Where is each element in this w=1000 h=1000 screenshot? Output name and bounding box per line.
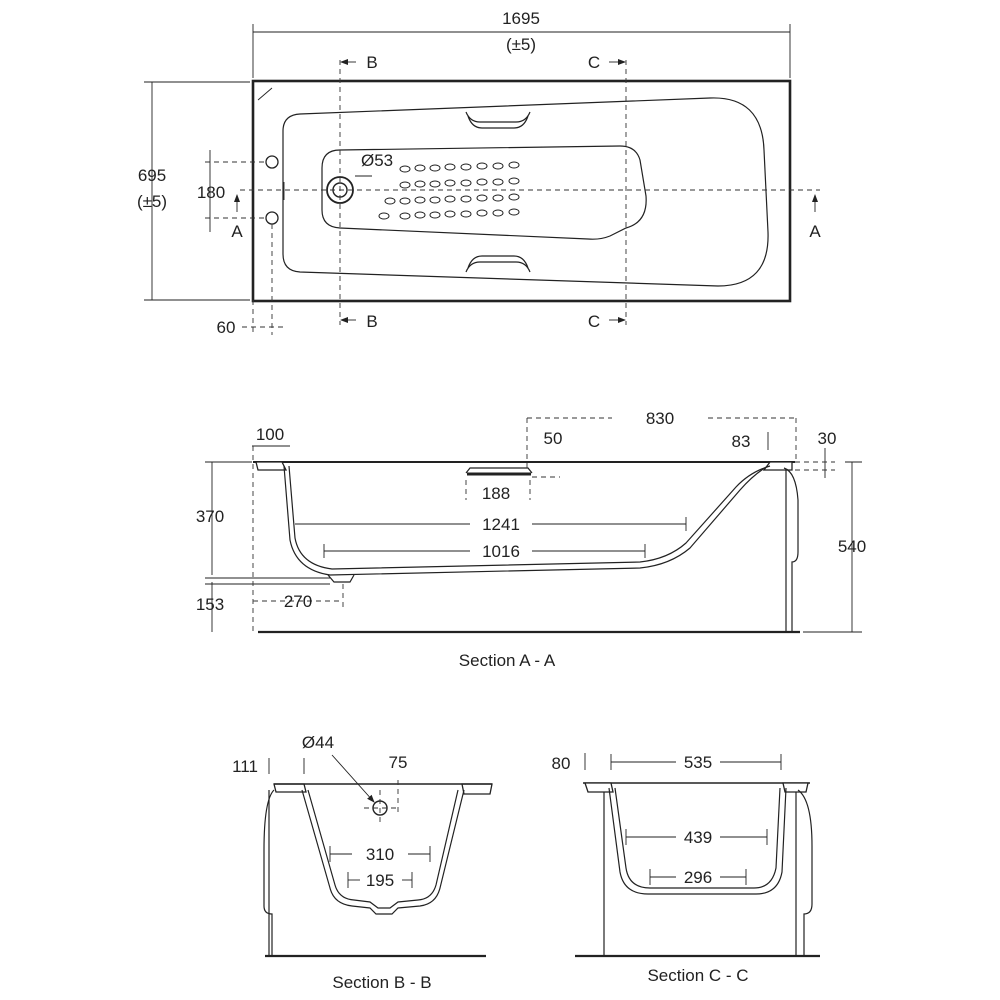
section-c-right-lip bbox=[782, 782, 809, 793]
section-a-marker-left: A bbox=[231, 222, 243, 241]
section-c-marker-bottom: C bbox=[588, 312, 600, 331]
dim-dia44-label: Ø44 bbox=[302, 733, 334, 752]
handle-bottom-inner-icon bbox=[467, 255, 529, 269]
tap-spacing-label: 180 bbox=[197, 183, 225, 202]
section-c-bowl-outer bbox=[608, 787, 787, 895]
anti-slip-dots bbox=[378, 161, 520, 220]
section-a-end-panel bbox=[783, 467, 799, 632]
plan-view: 1695 (±5) 695 (±5) Ø53 bbox=[137, 9, 821, 337]
dim-188-label: 188 bbox=[482, 484, 510, 503]
section-c-bowl-inner bbox=[614, 787, 781, 889]
section-b-bowl-outer bbox=[301, 789, 465, 915]
dim-153-label: 153 bbox=[196, 595, 224, 614]
plan-width-label: 695 bbox=[138, 166, 166, 185]
section-a-bowl-outer bbox=[283, 465, 769, 576]
handle-top-icon bbox=[465, 111, 531, 123]
section-c-right-panel bbox=[797, 789, 813, 956]
section-a-a: 370 153 100 270 1241 1016 188 50 bbox=[196, 409, 866, 670]
dim-830-label: 830 bbox=[646, 409, 674, 428]
section-a-handle-icon bbox=[465, 467, 533, 474]
handle-bottom-icon bbox=[465, 261, 531, 273]
section-c-c: 80 535 439 296 Section C - C bbox=[552, 753, 820, 985]
section-a-marker-right: A bbox=[809, 222, 821, 241]
section-c-caption: Section C - C bbox=[647, 966, 748, 985]
section-b-left-lip bbox=[273, 783, 307, 793]
section-a-waste-foot bbox=[327, 574, 355, 583]
dim-195-label: 195 bbox=[366, 871, 394, 890]
dim-296-label: 296 bbox=[684, 868, 712, 887]
section-b-right-lip bbox=[461, 783, 493, 795]
bowl-bottom-outline bbox=[321, 145, 647, 240]
dim-310-label: 310 bbox=[366, 845, 394, 864]
dim-1241-label: 1241 bbox=[482, 515, 520, 534]
dim-370-label: 370 bbox=[196, 507, 224, 526]
tap-hole-upper-icon bbox=[265, 155, 279, 169]
bowl-outline bbox=[282, 97, 769, 287]
section-b-caption: Section B - B bbox=[332, 973, 431, 992]
section-b-left-panel bbox=[263, 789, 275, 956]
dim-50-label: 50 bbox=[544, 429, 563, 448]
tap-offset-label: 60 bbox=[217, 318, 236, 337]
section-b-marker-bottom: B bbox=[366, 312, 377, 331]
dim-270-label: 270 bbox=[284, 592, 312, 611]
plan-length-label: 1695 bbox=[502, 9, 540, 28]
dim-75-label: 75 bbox=[389, 753, 408, 772]
dim-111-label: 111 bbox=[232, 757, 258, 776]
section-c-left-lip bbox=[584, 782, 614, 793]
section-a-left-lip bbox=[255, 461, 288, 471]
tub-outer-rim bbox=[251, 79, 792, 303]
rim-corner-mark bbox=[257, 87, 273, 101]
dim-30-label: 30 bbox=[818, 429, 837, 448]
section-a-bowl-inner bbox=[288, 465, 771, 570]
section-a-caption: Section A - A bbox=[459, 651, 556, 670]
dim-1016-label: 1016 bbox=[482, 542, 520, 561]
plan-length-tolerance: (±5) bbox=[506, 35, 536, 54]
section-b-dia-leader bbox=[331, 754, 375, 803]
dim-100-label: 100 bbox=[256, 425, 284, 444]
handle-top-inner-icon bbox=[467, 115, 529, 129]
waste-diameter-label: Ø53 bbox=[361, 151, 393, 170]
dim-80-label: 80 bbox=[552, 754, 571, 773]
section-c-marker-top: C bbox=[588, 53, 600, 72]
dim-83-label: 83 bbox=[732, 432, 751, 451]
section-b-marker-top: B bbox=[366, 53, 377, 72]
section-b-bowl-inner bbox=[307, 789, 459, 909]
dim-535-label: 535 bbox=[684, 753, 712, 772]
dim-540-label: 540 bbox=[838, 537, 866, 556]
plan-width-tolerance: (±5) bbox=[137, 192, 167, 211]
tap-hole-lower-icon bbox=[265, 211, 279, 225]
dim-439-label: 439 bbox=[684, 828, 712, 847]
section-b-b: Ø44 75 111 310 195 Section B - B bbox=[232, 733, 493, 992]
